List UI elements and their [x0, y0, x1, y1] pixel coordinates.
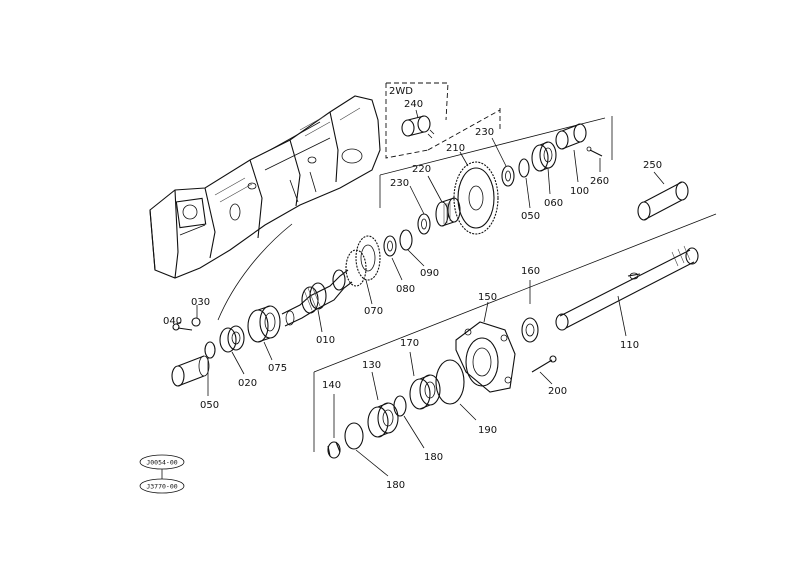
callout-230-right: 230: [475, 127, 494, 138]
callout-160: 160: [521, 266, 540, 277]
part-100-sleeve: [555, 123, 587, 150]
callout-260: 260: [590, 176, 609, 187]
part-010-shaft: [281, 269, 353, 327]
part-230-thrust-washer-right: [501, 165, 515, 187]
part-230-thrust-washer-left: [417, 213, 431, 235]
part-220-needle-bearing: [435, 197, 461, 227]
part-090-snap-ring: [399, 229, 413, 251]
reference-codes: J0054-00 J3770-00: [139, 454, 185, 494]
callout-075: 075: [268, 363, 287, 374]
leader-lines: [175, 109, 665, 477]
reference-code-2: J3770-00: [146, 483, 177, 491]
part-200-bolt: [531, 355, 557, 373]
callout-240: 240: [404, 99, 423, 110]
transmission-case: [149, 95, 381, 279]
callout-230-left: 230: [390, 178, 409, 189]
callout-250: 250: [643, 160, 662, 171]
part-250-sleeve: [637, 181, 689, 221]
part-030-nut: [191, 317, 201, 327]
callout-180-lower: 180: [386, 480, 405, 491]
callout-090: 090: [420, 268, 439, 279]
callout-110: 110: [620, 340, 639, 351]
callout-030: 030: [191, 297, 210, 308]
part-190-o-ring: [435, 359, 465, 405]
callout-170: 170: [400, 338, 419, 349]
callout-050-lower: 050: [200, 400, 219, 411]
2wd-variant-box: [385, 82, 501, 159]
part-060-bearing: [531, 141, 557, 172]
part-110-pto-shaft: [555, 245, 699, 331]
part-240-sleeve: [401, 115, 435, 139]
part-020-oil-seal: [219, 325, 245, 353]
part-170-bearing: [409, 374, 441, 410]
reference-code-1: J0054-00: [146, 459, 177, 467]
part-210-gear: [453, 161, 499, 235]
coupling-stub: [171, 355, 210, 387]
callout-060: 060: [544, 198, 563, 209]
part-260-pin: [586, 146, 603, 157]
callout-180-upper: 180: [424, 452, 443, 463]
part-160-oil-seal: [521, 317, 539, 343]
callout-100: 100: [570, 186, 589, 197]
part-075-bearing: [247, 305, 281, 343]
callout-150: 150: [478, 292, 497, 303]
part-130-bearing: [367, 402, 399, 438]
callout-050-upper: 050: [521, 211, 540, 222]
callout-210: 210: [446, 143, 465, 154]
part-140-nut: [327, 441, 341, 459]
callout-020: 020: [238, 378, 257, 389]
part-070-gear: [345, 235, 381, 287]
callout-010: 010: [316, 335, 335, 346]
part-150-bearing-housing: [455, 321, 516, 393]
callout-220: 220: [412, 164, 431, 175]
assembly-curve: [217, 223, 293, 321]
callout-200: 200: [548, 386, 567, 397]
reference-oval-2: [139, 478, 185, 494]
part-180-snap-ring-lower: [344, 422, 364, 450]
callout-070: 070: [364, 306, 383, 317]
part-050-snap-ring-lower: [204, 341, 216, 359]
callout-040: 040: [163, 316, 182, 327]
callout-190: 190: [478, 425, 497, 436]
callout-labels: 030 040 050 020 075 010 070 080 090 230 …: [163, 99, 662, 491]
variant-label: 2WD: [389, 86, 413, 97]
callout-140: 140: [322, 380, 341, 391]
part-180-snap-ring-upper: [393, 395, 407, 417]
callout-130: 130: [362, 360, 381, 371]
part-080-washer: [383, 235, 397, 257]
part-050-snap-ring-upper: [518, 158, 530, 178]
callout-080: 080: [396, 284, 415, 295]
